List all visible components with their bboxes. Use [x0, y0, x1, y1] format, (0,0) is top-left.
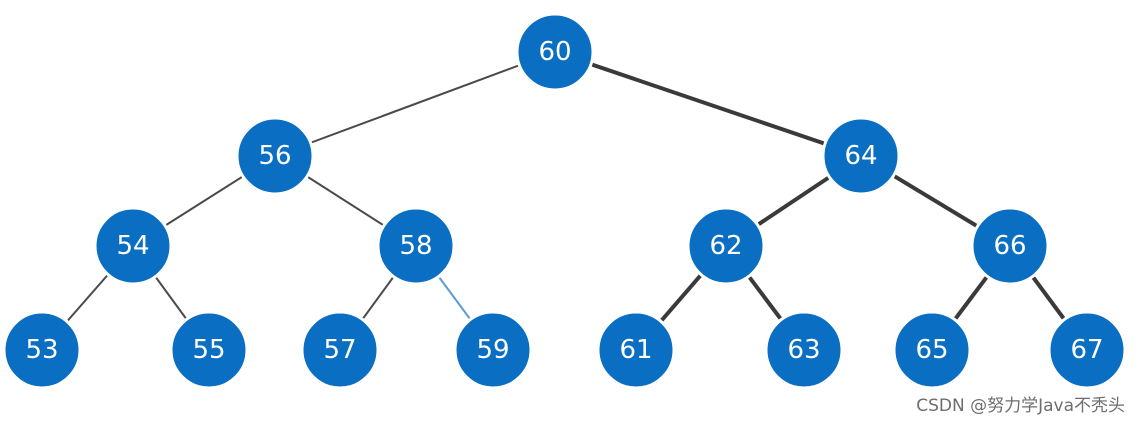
- tree-node-circle: [235, 116, 315, 196]
- tree-node-label: 61: [619, 335, 652, 365]
- tree-node-label: 57: [323, 335, 356, 365]
- tree-edges: [41, 50, 1089, 352]
- tree-node: 55: [169, 310, 249, 390]
- tree-node-circle: [453, 310, 533, 390]
- tree-node-label: 67: [1070, 335, 1103, 365]
- tree-node-label: 60: [538, 37, 571, 67]
- tree-node-label: 65: [915, 335, 948, 365]
- tree-node-circle: [300, 310, 380, 390]
- tree-node-label: 58: [399, 231, 432, 261]
- tree-node: 65: [892, 310, 972, 390]
- tree-node: 66: [970, 206, 1050, 286]
- watermark: CSDN @努力学Java不秃头: [916, 396, 1125, 416]
- tree-node: 53: [2, 310, 82, 390]
- tree-node-label: 63: [787, 335, 820, 365]
- tree-node: 59: [453, 310, 533, 390]
- tree-node-circle: [1047, 310, 1127, 390]
- tree-node-label: 64: [844, 141, 877, 171]
- tree-node: 64: [821, 116, 901, 196]
- tree-nodes: 60 56 64 54 58 62 66 53 55 57 59 61 63 65 67: [2, 12, 1127, 390]
- tree-node-label: 56: [258, 141, 291, 171]
- tree-node-circle: [970, 206, 1050, 286]
- tree-node-circle: [515, 12, 595, 92]
- tree-node-circle: [686, 206, 766, 286]
- tree-node: 56: [235, 116, 315, 196]
- tree-node: 57: [300, 310, 380, 390]
- tree-node-label: 66: [993, 231, 1026, 261]
- tree-node: 67: [1047, 310, 1127, 390]
- tree-node-circle: [764, 310, 844, 390]
- tree-node: 54: [93, 206, 173, 286]
- tree-edge: [274, 51, 556, 157]
- tree-node-label: 53: [25, 335, 58, 365]
- tree-node: 62: [686, 206, 766, 286]
- tree-node-circle: [169, 310, 249, 390]
- tree-node-label: 55: [192, 335, 225, 365]
- tree-node: 63: [764, 310, 844, 390]
- tree-node: 58: [376, 206, 456, 286]
- tree-node-circle: [2, 310, 82, 390]
- tree-node: 60: [515, 12, 595, 92]
- tree-node-circle: [93, 206, 173, 286]
- tree-node: 61: [596, 310, 676, 390]
- tree-node-label: 62: [709, 231, 742, 261]
- tree-edge: [554, 50, 862, 158]
- tree-node-circle: [821, 116, 901, 196]
- tree-node-label: 54: [116, 231, 149, 261]
- tree-node-circle: [376, 206, 456, 286]
- tree-node-label: 59: [476, 335, 509, 365]
- tree-node-circle: [596, 310, 676, 390]
- tree-node-circle: [892, 310, 972, 390]
